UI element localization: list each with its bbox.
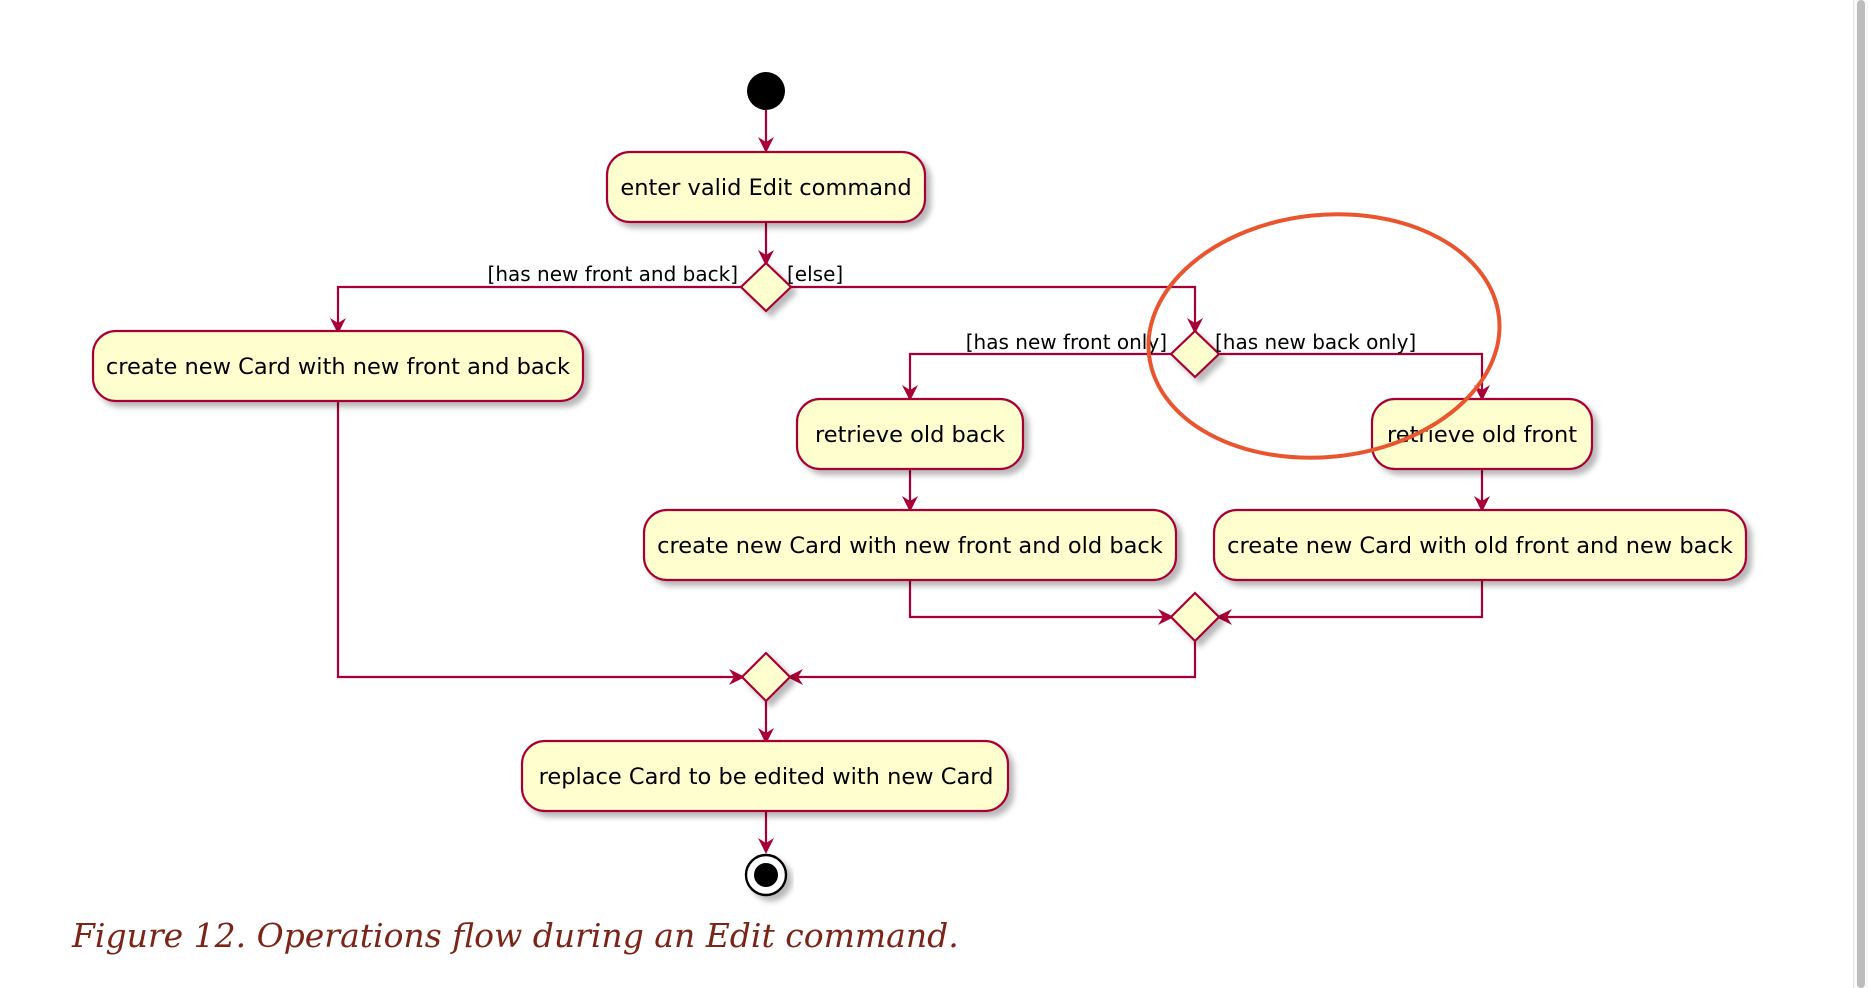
- flow-edges: [330, 110, 1490, 854]
- decision-has-new-front-and-back: [739, 261, 793, 313]
- action-label: enter valid Edit command: [620, 175, 911, 201]
- action-create-old-front-new-back: create new Card with old front and new b…: [1212, 508, 1748, 582]
- figure-caption: Figure 12. Operations flow during an Edi…: [72, 916, 959, 955]
- guard-has-new-front-only: [has new front only]: [966, 330, 1167, 354]
- edge-decision-to-create-new-front-back: [330, 285, 741, 334]
- action-label: create new Card with new front and old b…: [657, 533, 1163, 559]
- edge-create-left-to-merge: [908, 580, 1174, 625]
- action-retrieve-old-back: retrieve old back: [795, 397, 1025, 471]
- vertical-scrollbar[interactable]: [1853, 0, 1868, 988]
- annotation-circle: [1146, 212, 1502, 460]
- decision-front-or-back-only: [1169, 329, 1221, 379]
- scrollbar-thumb[interactable]: [1857, 0, 1865, 988]
- action-label: replace Card to be edited with new Card: [539, 764, 994, 790]
- edge-create-right-to-merge: [1216, 580, 1484, 625]
- edge-else-decision-to-retrieve-old-front: [1219, 352, 1490, 401]
- merge-outer: [740, 651, 792, 703]
- guard-has-new-back-only: [has new back only]: [1215, 330, 1416, 354]
- action-create-new-front-back: create new Card with new front and back: [91, 329, 585, 403]
- action-replace-card: replace Card to be edited with new Card: [520, 739, 1010, 813]
- edge-else-decision-to-retrieve-old-back: [902, 352, 1171, 401]
- guard-has-new-front-and-back: [has new front and back]: [488, 262, 738, 286]
- action-label: create new Card with new front and back: [106, 354, 570, 380]
- edge-decision-to-else-decision: [791, 285, 1203, 334]
- action-label: retrieve old back: [815, 422, 1005, 448]
- edge-create-new-front-back-to-merge: [336, 400, 745, 685]
- merge-inner: [1169, 591, 1221, 643]
- end-node: [744, 853, 788, 897]
- action-label: create new Card with old front and new b…: [1227, 533, 1733, 559]
- action-enter-valid-edit: enter valid Edit command: [605, 150, 927, 224]
- action-retrieve-old-front: retrieve old front: [1370, 397, 1594, 471]
- edge-inner-merge-to-outer-merge: [787, 641, 1197, 685]
- guard-else: [else]: [787, 262, 843, 286]
- start-node: [747, 72, 785, 110]
- action-create-new-front-old-back: create new Card with new front and old b…: [642, 508, 1178, 582]
